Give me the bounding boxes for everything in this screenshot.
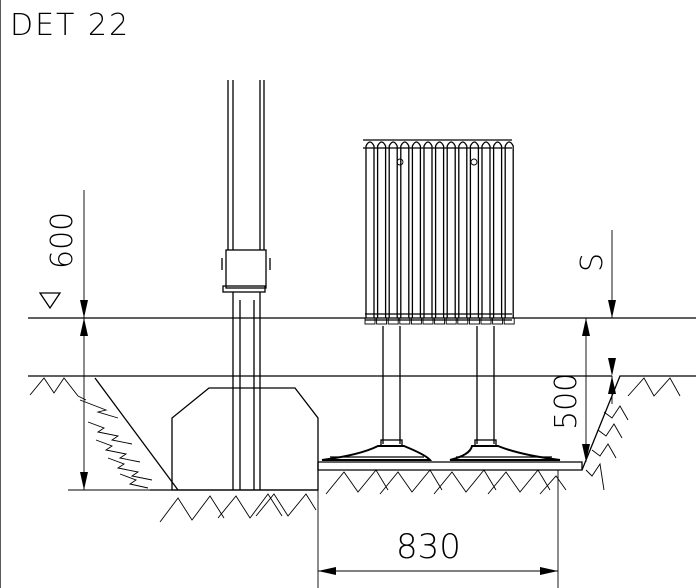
rack-tube (504, 141, 514, 318)
rack-tube (400, 141, 410, 318)
excavation-slope-left (94, 377, 179, 491)
rack-tube-cap (457, 317, 469, 325)
rack-hook (396, 158, 404, 166)
rack-tube-cap (364, 317, 376, 325)
base-slab (317, 461, 583, 471)
rack-tube-cap (387, 317, 399, 325)
rack-hook (470, 158, 478, 166)
rack-tube (469, 141, 480, 318)
rack-tube-cap (410, 317, 422, 325)
excavation-slope-right (581, 375, 696, 471)
rack-tube-cap (422, 317, 434, 325)
soil-hatch-bottom-left (159, 493, 317, 523)
soil-hatch-bottom-right (325, 469, 567, 495)
dimension-600: 600 (45, 190, 88, 318)
rack-tube-cap (434, 317, 446, 325)
dimension-830-label: 830 (396, 527, 461, 567)
dimension-500-label: 500 (549, 373, 584, 430)
rack-tube (446, 141, 456, 318)
dimension-s-label: S (575, 253, 610, 272)
rack-tube-cap (503, 317, 515, 325)
rack-tube-cap (468, 317, 480, 325)
rack-tube-cap (399, 317, 411, 325)
stand-feet (321, 445, 561, 461)
dimension-600-label: 600 (45, 212, 80, 269)
rack-tube-cap (492, 317, 504, 325)
rack-tube (434, 141, 445, 318)
dimension-500: 500 (549, 318, 616, 462)
rack-tube (388, 141, 398, 318)
rack-tube-cap (480, 317, 492, 325)
dimension-s: S (575, 230, 616, 318)
rack-tube (365, 141, 375, 318)
rack-tube (423, 141, 433, 318)
soil-hatch-left (29, 377, 153, 489)
detail-title: DET 22 (10, 8, 130, 43)
rack-tube (481, 141, 491, 318)
rack-tube (376, 141, 387, 318)
rack-tube (458, 141, 468, 318)
triangle-down-icon (38, 292, 62, 310)
tube-rack (363, 139, 515, 325)
tube-group (364, 141, 515, 325)
rack-tube (492, 141, 503, 318)
dimension-depth-left (68, 318, 150, 491)
dimension-830: 830 (317, 470, 559, 588)
stand-legs (380, 326, 497, 447)
rack-tube-cap (376, 317, 388, 325)
rack-tube-cap (445, 317, 457, 325)
rack-tube (411, 141, 422, 318)
soil-hatch-right (585, 377, 681, 491)
left-post (221, 80, 271, 490)
foundation-block (171, 387, 319, 491)
